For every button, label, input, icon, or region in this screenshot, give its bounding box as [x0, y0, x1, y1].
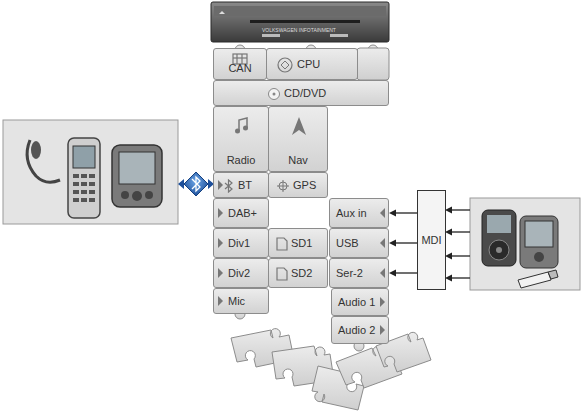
puzzle-piece: SD1 [268, 228, 328, 258]
piece-label: Mic [228, 295, 245, 308]
piece-label: Audio 2 [338, 324, 375, 337]
piece-label: DAB+ [228, 207, 257, 220]
port-marker [377, 268, 387, 278]
piece-icon [276, 267, 288, 281]
piece-icon [234, 117, 250, 135]
piece-label: Audio 1 [338, 296, 375, 309]
head-unit [211, 2, 389, 42]
puzzle-piece: Audio 2 [331, 316, 389, 344]
piece-label: SD1 [291, 237, 312, 250]
puzzle-piece: Nav [268, 106, 328, 172]
piece-label: Radio [227, 154, 256, 167]
puzzle-piece: Div1 [213, 228, 269, 258]
puzzle-piece: Aux in [329, 198, 389, 228]
bluetooth-devices [3, 120, 178, 224]
piece-label: USB [336, 237, 359, 250]
piece-icon [277, 180, 289, 192]
signal-arrow [389, 270, 417, 277]
piece-label: GPS [293, 179, 316, 192]
device-wires [445, 207, 470, 282]
puzzle-piece: Radio [213, 106, 269, 172]
puzzle-piece: CPU [266, 48, 358, 80]
signal-arrow [389, 210, 417, 217]
piece-label: CPU [297, 58, 320, 71]
bluetooth-link [178, 172, 214, 196]
piece-icon [276, 237, 288, 251]
piece-label: MDI [421, 234, 441, 247]
puzzle-piece: CD/DVD [213, 80, 389, 106]
brand-text: VOLKSWAGEN INFOTAINMENT [262, 27, 336, 33]
puzzle-piece: Mic [213, 288, 269, 314]
puzzle-piece: BT [213, 172, 269, 198]
port-marker [215, 180, 225, 190]
piece-icon [291, 117, 307, 135]
piece-label: CAN [228, 62, 251, 75]
piece-label: SD2 [291, 267, 312, 280]
port-marker [215, 238, 225, 248]
puzzle-piece: Div2 [213, 258, 269, 288]
puzzle-piece: Ser-2 [329, 258, 389, 288]
piece-label: Aux in [336, 207, 367, 220]
media-devices [470, 198, 580, 290]
port-marker [377, 325, 387, 335]
puzzle-piece: CAN [213, 48, 267, 80]
puzzle-piece: Audio 1 [331, 288, 389, 316]
port-marker [377, 208, 387, 218]
blank-piece [357, 48, 389, 80]
port-marker [377, 238, 387, 248]
puzzle-piece: DAB+ [213, 198, 269, 228]
piece-label: BT [238, 179, 252, 192]
piece-icon [277, 57, 293, 73]
piece-label: Div2 [228, 267, 250, 280]
piece-label: Ser-2 [336, 267, 363, 280]
puzzle-piece: USB [329, 228, 389, 258]
port-marker [215, 296, 225, 306]
port-marker [215, 208, 225, 218]
piece-icon [223, 179, 234, 193]
port-marker [377, 297, 387, 307]
interface-box: MDI [417, 190, 446, 290]
port-marker [215, 268, 225, 278]
piece-label: Div1 [228, 237, 250, 250]
piece-label: Nav [288, 154, 308, 167]
piece-label: CD/DVD [284, 87, 326, 100]
puzzle-piece: GPS [268, 172, 328, 198]
signal-arrow [389, 240, 417, 247]
puzzle-piece: SD2 [268, 258, 328, 288]
piece-icon [268, 88, 280, 100]
